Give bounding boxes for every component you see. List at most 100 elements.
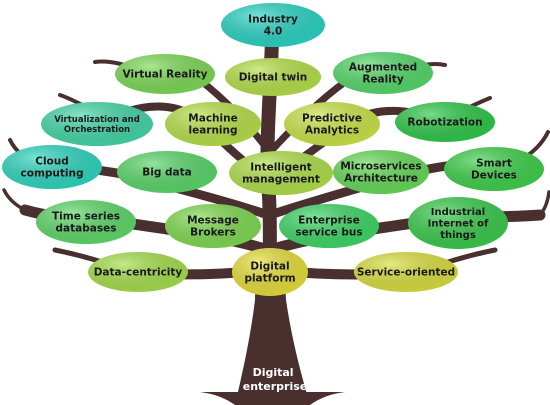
leaf-shade-intelligent-management: [229, 151, 333, 195]
leaf-label-line: Augmented: [349, 62, 417, 74]
leaf-label-digital-twin: Digital twin: [239, 72, 308, 84]
leaf-label-line: learning: [188, 125, 237, 137]
leaf-label-line: Digital twin: [239, 72, 308, 84]
leaf-label-line: Orchestration: [64, 125, 130, 135]
leaf-label-line: things: [440, 230, 476, 241]
leaf-label-line: Brokers: [190, 227, 236, 239]
leaf-label-line: Digital: [250, 261, 289, 273]
leaf-shade-industry-4-0: [221, 3, 325, 47]
leaf-label-line: Predictive: [302, 113, 362, 125]
leaf-shade-microservices-architecture: [333, 150, 429, 194]
leaf-label-line: Data-centricity: [94, 267, 183, 279]
leaf-label-line: Robotization: [407, 117, 482, 129]
leaf-label-line: Message: [187, 215, 239, 227]
leaf-shade-message-brokers: [165, 204, 261, 248]
leaf-label-line: service bus: [295, 227, 362, 239]
leaf-label-line: Industry: [248, 14, 298, 26]
leaf-virtual-reality: Virtual Reality: [115, 54, 215, 94]
leaf-label-line: 4.0: [264, 26, 283, 38]
leaf-shade-digital-twin: [225, 58, 321, 96]
leaf-label-data-centricity: Data-centricity: [94, 267, 183, 279]
leaf-shade-data-centricity: [88, 252, 188, 292]
tree-trunk: [235, 260, 310, 405]
trunk-label-line-2: enterprise: [243, 380, 308, 393]
leaf-label-line: Architecture: [344, 173, 418, 185]
leaf-shade-industrial-internet-of-things: [408, 197, 508, 249]
leaf-label-line: computing: [21, 168, 84, 180]
leaf-label-line: Enterprise: [298, 215, 360, 227]
branch-left-7: [2, 188, 27, 212]
leaf-data-centricity: Data-centricity: [88, 252, 188, 292]
leaf-label-line: Service-oriented: [357, 267, 455, 279]
leaf-label-robotization: Robotization: [407, 117, 482, 129]
leaf-label-line: Time series: [52, 211, 120, 223]
leaf-label-line: Devices: [471, 170, 517, 182]
leaf-label-line: Internet of: [428, 219, 489, 230]
leaf-label-line: Virtualization and: [54, 115, 140, 125]
leaf-shade-predictive-analytics: [284, 102, 380, 146]
trunk-label-line-1: Digital: [253, 366, 294, 379]
leaf-shade-big-data: [117, 151, 217, 193]
leaf-label-virtual-reality: Virtual Reality: [123, 69, 208, 81]
leaf-robotization: Robotization: [395, 102, 495, 142]
trunk-root-right: [300, 392, 345, 405]
leaf-label-line: Microservices: [340, 161, 421, 173]
leaf-digital-twin: Digital twin: [225, 58, 321, 96]
leaf-label-line: databases: [56, 223, 117, 235]
leaf-label-line: Big data: [142, 167, 191, 179]
leaf-shade-virtual-reality: [115, 54, 215, 94]
leaf-label-line: Industrial: [431, 207, 485, 218]
leaf-shade-enterprise-service-bus: [279, 204, 379, 248]
leaf-label-big-data: Big data: [142, 167, 191, 179]
leaf-shade-machine-learning: [165, 102, 261, 146]
leaf-label-line: Reality: [362, 74, 404, 86]
leaf-big-data: Big data: [117, 151, 217, 193]
leaf-label-line: management: [242, 174, 320, 186]
leaf-shade-digital-platform: [232, 248, 308, 296]
leaf-shade-smart-devices: [444, 147, 544, 191]
leaf-label-line: Cloud: [35, 156, 69, 168]
leaf-label-line: Machine: [188, 113, 237, 125]
trunk-label: Digital enterprise: [243, 366, 308, 393]
leaf-shade-virtualization-orchestration: [41, 102, 153, 146]
branch-right-7: [538, 190, 550, 217]
leaf-shade-time-series-databases: [36, 200, 136, 244]
trunk-root-left: [200, 392, 245, 405]
leaf-shade-service-oriented: [354, 252, 458, 292]
leaf-shade-augmented-reality: [333, 52, 433, 94]
leaf-label-line: Analytics: [305, 125, 359, 137]
leaf-label-line: Smart: [476, 158, 512, 170]
leaf-shade-cloud-computing: [2, 145, 102, 189]
leaf-label-line: platform: [244, 273, 295, 285]
leaf-label-service-oriented: Service-oriented: [357, 267, 455, 279]
